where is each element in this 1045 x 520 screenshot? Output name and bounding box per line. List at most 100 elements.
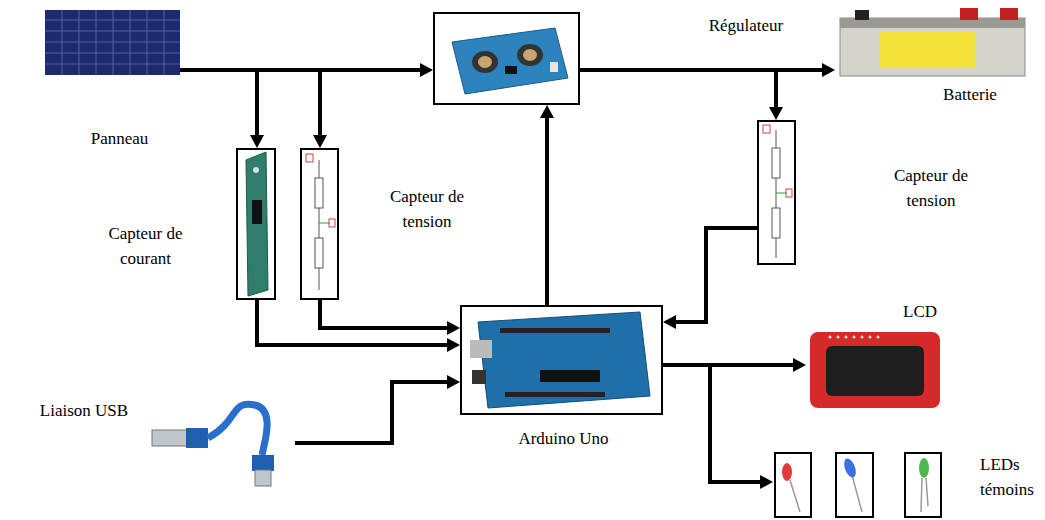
drawing-part [45,31,180,32]
connector-arrow [320,300,460,335]
arrowhead [250,135,264,148]
drawing-part [186,428,208,448]
drawing-part [829,336,880,339]
connector-line [257,300,447,345]
drawing-part [478,56,492,68]
drawing-part [852,475,862,512]
drawing-part [255,470,271,486]
node-label: Liaison USB [25,399,143,424]
current-sensor-box: Capteur de courant [236,148,276,300]
drawing-part [790,480,800,512]
drawing-part [540,370,600,382]
led-group: LEDs témoins [773,451,943,518]
connector-line [545,118,549,305]
connector-arrow [180,70,327,148]
connector-arrow [580,70,783,120]
battery-node: Batterie [835,8,1030,78]
solar-panel-node: Panneau [45,10,180,75]
connector-line [180,70,320,135]
drawing-part [960,8,978,20]
voltage-sensor-box: Capteur de tension [300,148,339,300]
node-label: Capteur de tension [372,185,482,234]
drawing-part [772,148,780,178]
drawing-part [246,152,268,296]
lcd-node: LCD [806,328,942,412]
drawing-part [782,463,792,481]
drawing-part [837,336,840,339]
connector-line [295,382,447,443]
drawing-part [877,336,880,339]
node-label: Capteur de courant [88,222,203,271]
drawing-part [869,336,872,339]
node-label: Batterie [920,83,1020,108]
drawing-part [45,53,180,54]
arrowhead [663,315,676,329]
regulator-board [452,28,568,94]
node-label: Capteur de tension [871,164,991,213]
drawing-part [550,62,558,72]
drawing-part [1000,8,1018,20]
drawing-part [45,10,180,75]
drawing-part [500,328,610,333]
drawing-part [855,10,869,20]
arduino-board [470,312,650,408]
drawing-part [472,51,498,73]
arrowhead [447,321,460,335]
drawing-part [96,10,97,75]
drawing-part [523,49,537,61]
drawing-part [810,332,940,408]
drawing-part [905,453,941,517]
drawing-part [921,478,922,512]
arrowhead [822,63,835,77]
drawing-part [842,457,858,479]
arrowhead [313,135,327,148]
drawing-part [836,453,873,517]
drawing-part [164,10,165,75]
drawing-part [840,18,1025,76]
regulator-box: Régulateur [433,12,580,105]
usb-node: Liaison USB [150,395,295,490]
drawing-part [880,32,975,68]
arrowhead [760,475,773,489]
drawing-part [208,404,267,455]
connector-line [663,365,760,482]
drawing-part [45,64,180,65]
drawing-part [517,44,543,66]
drawing-part [470,340,492,358]
node-label: Arduino Uno [462,427,665,452]
drawing-part [315,178,323,208]
drawing-part [62,10,63,75]
arrowhead [540,105,554,118]
drawing-part [826,346,924,396]
arrowhead [420,63,433,77]
drawing-part [845,336,848,339]
drawing-part [776,193,787,194]
drawing-part [329,219,335,227]
drawing-part [775,453,811,517]
drawing-part [252,200,262,224]
drawing-part [919,458,929,478]
usb-cable [152,404,274,486]
connector-line [676,228,757,322]
drawing-part [505,66,517,74]
drawing-part [315,238,323,268]
drawing-part [452,28,568,94]
connector-arrow [295,375,460,443]
drawing-part [763,125,770,133]
drawing-part [505,392,605,397]
solar-panel [45,10,180,75]
drawing-part [130,10,131,75]
drawing-part [252,455,274,471]
arrowhead [793,358,806,372]
drawing-part [45,42,180,43]
drawing-part [786,189,792,197]
drawing-part [926,478,928,506]
drawing-part [472,370,486,384]
drawing-part [152,430,188,446]
drawing-part [306,154,313,162]
node-label: Panneau [62,127,177,152]
drawing-part [478,312,650,408]
node-label: LCD [896,300,944,325]
connector-arrow [257,300,460,352]
